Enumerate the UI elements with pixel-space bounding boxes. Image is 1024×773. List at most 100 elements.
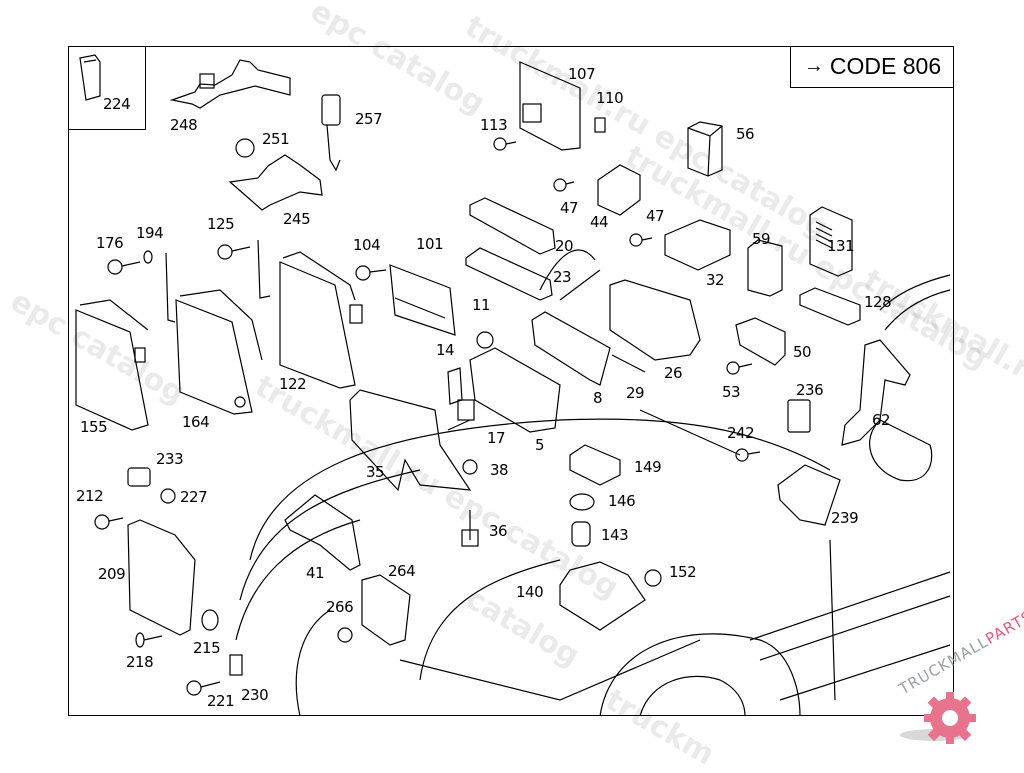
part-label-32[interactable]: 32 bbox=[706, 271, 725, 289]
part-label-146[interactable]: 146 bbox=[608, 492, 636, 510]
part-label-23[interactable]: 23 bbox=[553, 268, 572, 286]
code-label: CODE 806 bbox=[829, 53, 942, 79]
part-label-248[interactable]: 248 bbox=[170, 116, 198, 134]
part-35-bracket bbox=[349, 389, 472, 492]
part-56-relay bbox=[687, 121, 723, 177]
part-label-110[interactable]: 110 bbox=[596, 89, 624, 107]
part-11-grommet bbox=[476, 331, 494, 349]
part-29-strip bbox=[611, 354, 646, 373]
part-62-bracket bbox=[841, 339, 911, 446]
part-47-screw bbox=[553, 178, 575, 192]
part-label-47-b[interactable]: 47 bbox=[646, 207, 665, 225]
part-128-base bbox=[799, 287, 861, 326]
part-label-44[interactable]: 44 bbox=[590, 213, 609, 231]
part-152-nut bbox=[644, 569, 662, 587]
part-label-53[interactable]: 53 bbox=[722, 383, 741, 401]
part-label-5[interactable]: 5 bbox=[535, 436, 545, 454]
part-label-209[interactable]: 209 bbox=[98, 565, 126, 583]
part-125-bolt bbox=[217, 244, 251, 260]
part-label-36[interactable]: 36 bbox=[489, 522, 508, 540]
part-label-264[interactable]: 264 bbox=[388, 562, 416, 580]
part-label-257[interactable]: 257 bbox=[355, 110, 383, 128]
part-label-8[interactable]: 8 bbox=[593, 389, 603, 407]
part-label-62[interactable]: 62 bbox=[872, 411, 891, 429]
part-label-152[interactable]: 152 bbox=[669, 563, 697, 581]
part-label-113[interactable]: 113 bbox=[480, 116, 508, 134]
part-233-clip bbox=[127, 467, 151, 487]
part-label-104[interactable]: 104 bbox=[353, 236, 381, 254]
part-140-housing bbox=[559, 561, 646, 631]
part-113-bolt bbox=[493, 137, 517, 151]
part-label-35[interactable]: 35 bbox=[366, 463, 385, 481]
part-label-245[interactable]: 245 bbox=[283, 210, 311, 228]
part-17-plug bbox=[447, 399, 475, 431]
part-label-221[interactable]: 221 bbox=[207, 692, 235, 710]
part-266-nut bbox=[337, 627, 353, 643]
part-50-holder bbox=[735, 317, 786, 366]
part-label-236[interactable]: 236 bbox=[796, 381, 824, 399]
part-label-212[interactable]: 212 bbox=[76, 487, 104, 505]
part-label-122[interactable]: 122 bbox=[279, 375, 307, 393]
part-155-ecu bbox=[75, 299, 149, 431]
part-242-bolt bbox=[735, 448, 761, 462]
part-label-149[interactable]: 149 bbox=[634, 458, 662, 476]
part-215-grommet bbox=[201, 609, 219, 631]
part-label-224[interactable]: 224 bbox=[103, 95, 131, 113]
part-176-bolt bbox=[107, 259, 141, 275]
part-label-131[interactable]: 131 bbox=[827, 237, 855, 255]
part-label-17[interactable]: 17 bbox=[487, 429, 506, 447]
part-label-164[interactable]: 164 bbox=[182, 413, 210, 431]
part-104-bolt bbox=[355, 265, 387, 281]
part-label-128[interactable]: 128 bbox=[864, 293, 892, 311]
part-248-bracket bbox=[169, 59, 291, 109]
part-label-50[interactable]: 50 bbox=[793, 343, 812, 361]
part-194-washer bbox=[143, 250, 153, 264]
part-239-bracket bbox=[777, 464, 841, 526]
part-label-26[interactable]: 26 bbox=[664, 364, 683, 382]
part-label-233[interactable]: 233 bbox=[156, 450, 184, 468]
part-label-14[interactable]: 14 bbox=[436, 341, 455, 359]
part-5-box bbox=[469, 347, 561, 433]
part-224-clip bbox=[79, 54, 101, 101]
part-label-107[interactable]: 107 bbox=[568, 65, 596, 83]
part-236-relay bbox=[787, 399, 811, 433]
part-label-194[interactable]: 194 bbox=[136, 224, 164, 242]
part-label-38[interactable]: 38 bbox=[490, 461, 509, 479]
part-label-11[interactable]: 11 bbox=[472, 296, 491, 314]
part-230-clip bbox=[229, 654, 243, 676]
part-212-bolt bbox=[94, 514, 124, 530]
part-label-140[interactable]: 140 bbox=[516, 583, 544, 601]
part-label-176[interactable]: 176 bbox=[96, 234, 124, 252]
part-41-bracket bbox=[284, 494, 361, 571]
part-164-ecu bbox=[175, 289, 263, 415]
part-label-56[interactable]: 56 bbox=[736, 125, 755, 143]
inset-box bbox=[68, 46, 146, 130]
part-label-20[interactable]: 20 bbox=[555, 237, 574, 255]
part-label-242[interactable]: 242 bbox=[727, 424, 755, 442]
part-146-bushing bbox=[569, 493, 595, 511]
code-806-box: → CODE 806 bbox=[790, 46, 954, 88]
part-label-227[interactable]: 227 bbox=[180, 488, 208, 506]
part-107-control-unit bbox=[519, 61, 581, 151]
part-label-41[interactable]: 41 bbox=[306, 564, 325, 582]
part-label-125[interactable]: 125 bbox=[207, 215, 235, 233]
part-label-215[interactable]: 215 bbox=[193, 639, 221, 657]
part-label-266[interactable]: 266 bbox=[326, 598, 354, 616]
part-227-nut bbox=[160, 488, 176, 504]
part-label-143[interactable]: 143 bbox=[601, 526, 629, 544]
part-label-230[interactable]: 230 bbox=[241, 686, 269, 704]
part-label-59[interactable]: 59 bbox=[752, 230, 771, 248]
part-label-101[interactable]: 101 bbox=[416, 235, 444, 253]
part-label-218[interactable]: 218 bbox=[126, 653, 154, 671]
part-38-nut bbox=[462, 459, 478, 475]
part-264-switch bbox=[361, 574, 411, 646]
part-label-155[interactable]: 155 bbox=[80, 418, 108, 436]
part-122-ecu bbox=[279, 251, 363, 389]
part-label-29[interactable]: 29 bbox=[626, 384, 645, 402]
part-label-239[interactable]: 239 bbox=[831, 509, 859, 527]
part-245-bracket bbox=[228, 154, 323, 211]
part-44-holder bbox=[597, 164, 641, 216]
part-label-47[interactable]: 47 bbox=[560, 199, 579, 217]
part-label-251[interactable]: 251 bbox=[262, 130, 290, 148]
part-218-screw bbox=[135, 632, 163, 648]
